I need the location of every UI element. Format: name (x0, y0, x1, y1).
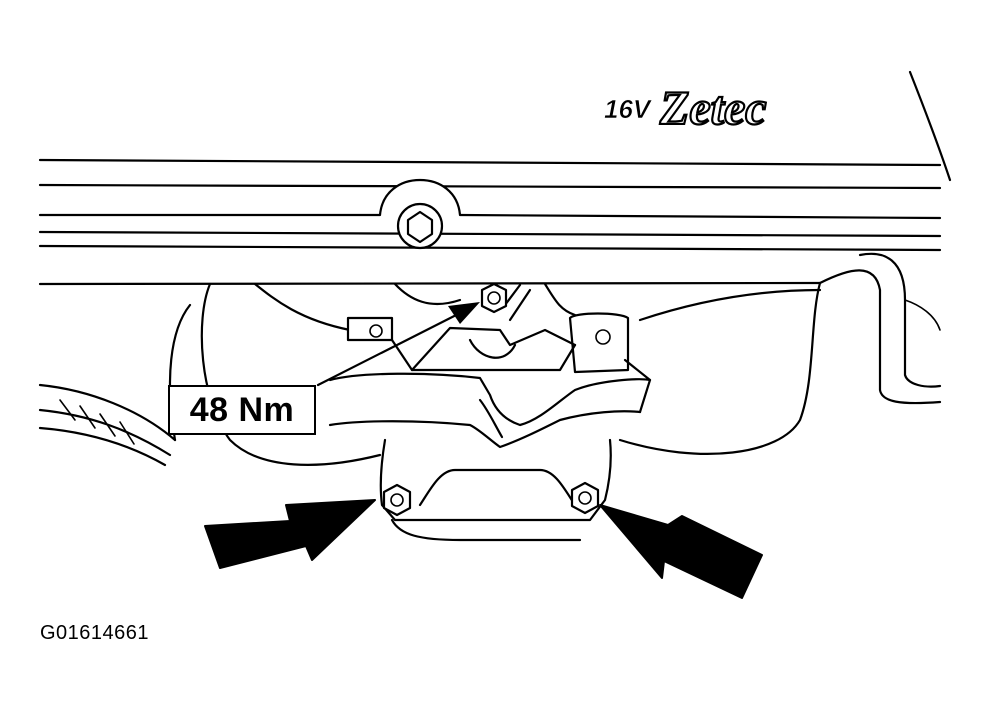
lower-right-nut (570, 481, 600, 515)
figure-id: G01614661 (40, 622, 150, 644)
arrow-lower-left (204, 499, 376, 569)
upper-nut (480, 282, 508, 314)
valve-cover (38, 70, 952, 286)
torque-label: 48 Nm (168, 385, 316, 435)
right-pipe (818, 252, 942, 405)
arrow-lower-right (599, 504, 763, 599)
logo-valves: 16V (604, 94, 653, 124)
cover-bolt (378, 178, 462, 250)
torque-leader (316, 302, 480, 387)
engine-mount (200, 281, 822, 542)
zetec-logo: 16V Zetec (604, 81, 768, 136)
lower-left-nut (382, 483, 412, 517)
logo-brand: Zetec (659, 82, 767, 135)
